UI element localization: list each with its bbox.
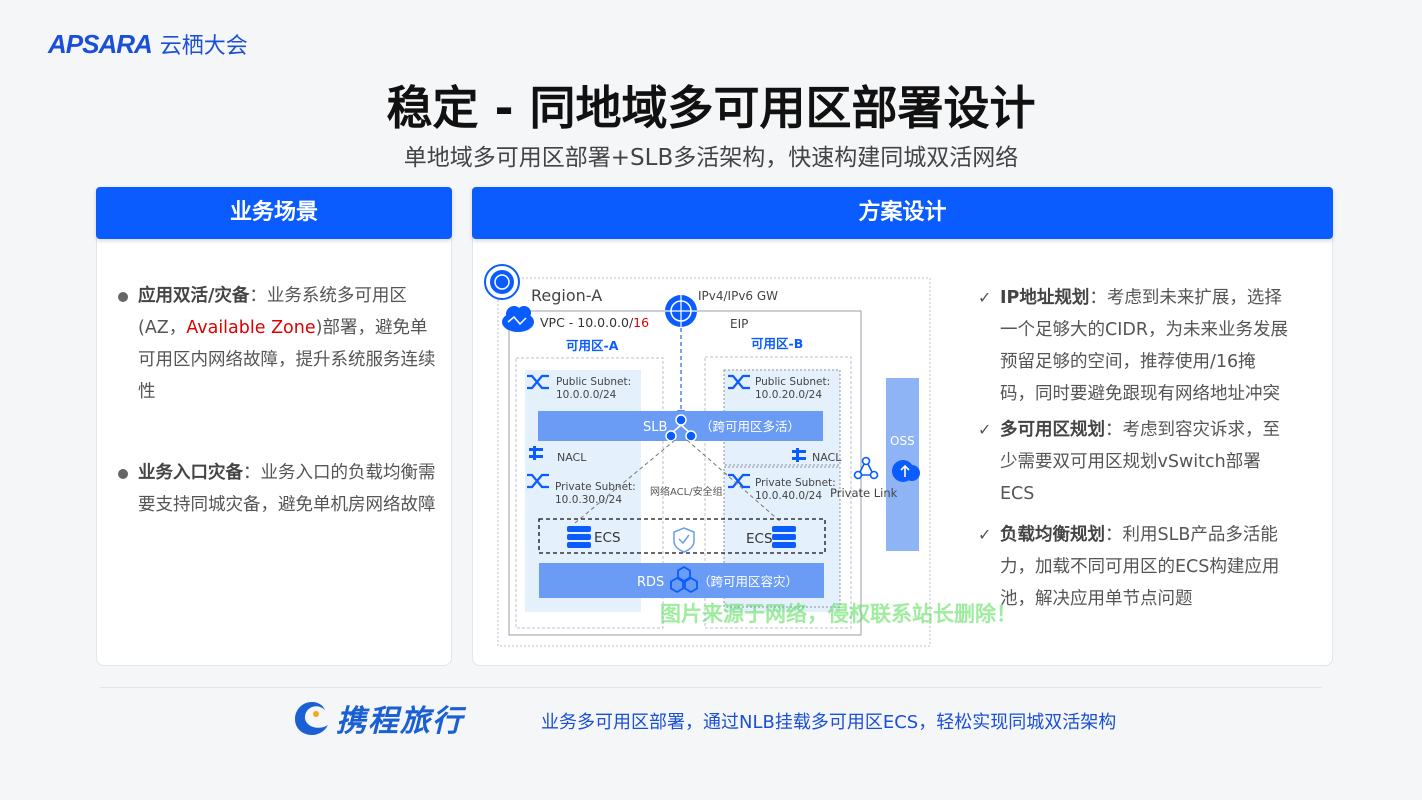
shuffle-icon-pub-a bbox=[527, 374, 549, 390]
az-a-label: 可用区-A bbox=[566, 338, 619, 353]
rds-note: （跨可用区容灾） bbox=[698, 574, 798, 589]
oss-cloud-icon bbox=[892, 460, 920, 482]
priv-b-title: Private Subnet: bbox=[755, 477, 836, 489]
vpc-mask: 16 bbox=[633, 315, 649, 330]
check-icon: ✓ bbox=[978, 525, 992, 544]
ecs-group bbox=[538, 518, 826, 554]
vpc-cloud-icon bbox=[502, 306, 534, 332]
slb-ecs-a-link bbox=[574, 439, 676, 524]
scenario-heading: 业务场景 bbox=[96, 187, 452, 239]
az-a-box bbox=[515, 357, 664, 629]
scenario-label: 业务入口灾备 bbox=[138, 463, 243, 483]
design-item-lb-planning: ✓ 负载均衡规划：利用SLB产品多活能力，加载不同可用区的ECS构建应用池，解决… bbox=[978, 519, 1290, 615]
bullet-dot bbox=[118, 469, 128, 479]
shuffle-icon-priv-a bbox=[527, 473, 549, 489]
available-zone-highlight: Available Zone bbox=[186, 318, 316, 338]
slb-label: SLB bbox=[643, 420, 667, 435]
server-icon-a bbox=[567, 526, 591, 548]
ecs-b-label: ECS bbox=[746, 531, 773, 547]
apsara-logo: APSARA 云栖大会 bbox=[48, 28, 248, 60]
check-icon: ✓ bbox=[978, 288, 992, 307]
scenario-label: 应用双活/灾备 bbox=[138, 286, 250, 306]
oss-label: OSS bbox=[890, 434, 915, 448]
logo-en: APSARA bbox=[48, 28, 153, 59]
eip-label: EIP bbox=[730, 317, 748, 331]
watermark: 图片来源于网络，侵权联系站长删除！ bbox=[660, 602, 1017, 626]
pub-a-cidr: 10.0.0.0/24 bbox=[556, 389, 617, 401]
slb-note: （跨可用区多活） bbox=[700, 419, 800, 434]
logo-cn: 云栖大会 bbox=[159, 34, 248, 59]
slb-icon bbox=[665, 414, 697, 442]
az-b-label: 可用区-B bbox=[751, 336, 803, 351]
ctrip-brand: 携程旅行 bbox=[336, 704, 464, 739]
rds-icon bbox=[670, 565, 698, 594]
design-heading: 方案设计 bbox=[472, 187, 1333, 239]
design-label: 多可用区规划 bbox=[1000, 420, 1105, 440]
architecture-diagram: .t { font-family: "DejaVu Sans", sans-se… bbox=[484, 264, 931, 647]
design-item-ip-planning: ✓ IP地址规划：考虑到未来扩展，选择一个足够大的CIDR，为未来业务发展预留足… bbox=[978, 282, 1290, 410]
scenario-item-active-active: 应用双活/灾备：业务系统多可用区(AZ，Available Zone)部署，避免… bbox=[118, 280, 436, 408]
ecs-a-label: ECS bbox=[594, 530, 621, 546]
gateway-globe-icon bbox=[665, 295, 697, 327]
nacl-icon-b bbox=[792, 448, 806, 462]
pub-a-title: Public Subnet: bbox=[556, 376, 631, 388]
bullet-dot bbox=[118, 292, 128, 302]
pub-b-title: Public Subnet: bbox=[755, 376, 830, 388]
priv-a-cidr: 10.0.30.0/24 bbox=[555, 494, 622, 506]
scenario-panel bbox=[96, 200, 452, 666]
priv-b-box bbox=[723, 466, 841, 608]
design-label: IP地址规划 bbox=[1000, 288, 1090, 308]
nacl-a-label: NACL bbox=[557, 451, 587, 464]
shield-icon bbox=[673, 527, 695, 553]
gateway-label: IPv4/IPv6 GW bbox=[698, 289, 778, 303]
server-icon-b bbox=[772, 526, 796, 548]
region-box bbox=[497, 277, 931, 647]
design-label: 负载均衡规划 bbox=[1000, 525, 1105, 545]
private-link-label: Private Link bbox=[830, 486, 898, 500]
shuffle-icon-pub-b bbox=[728, 374, 750, 390]
scenario-item-entry-dr: 业务入口灾备：业务入口的负载均衡需要支持同城灾备，避免单机房网络故障 bbox=[118, 457, 436, 521]
page-subtitle: 单地域多可用区部署+SLB多活架构，快速构建同城双活网络 bbox=[403, 145, 1019, 171]
footer-divider bbox=[100, 687, 1322, 688]
private-link-icon bbox=[853, 456, 879, 480]
priv-b-cidr: 10.0.40.0/24 bbox=[755, 490, 822, 502]
dolphin-icon bbox=[295, 702, 328, 735]
svg-text:VPC - 10.0.0.0/16: VPC - 10.0.0.0/16 bbox=[540, 315, 649, 330]
pub-b-box bbox=[723, 369, 841, 466]
slb-ecs-b-link bbox=[686, 439, 783, 524]
shuffle-icon-priv-b bbox=[728, 473, 750, 489]
nacl-icon-a bbox=[529, 446, 543, 460]
page-title: 稳定 - 同地域多可用区部署设计 bbox=[386, 81, 1036, 135]
acl-label: 网络ACL/安全组 bbox=[650, 485, 723, 498]
vpc-label: VPC - 10.0.0.0/ bbox=[540, 315, 634, 330]
footer-caption: 业务多可用区部署，通过NLB挂载多可用区ECS，轻松实现同城双活架构 bbox=[541, 712, 1117, 733]
rds-label: RDS bbox=[637, 575, 664, 590]
region-label: Region-A bbox=[531, 286, 602, 305]
check-icon: ✓ bbox=[978, 420, 992, 439]
az-b-box bbox=[704, 356, 852, 629]
design-item-az-planning: ✓ 多可用区规划：考虑到容灾诉求，至少需要双可用区规划vSwitch部署ECS bbox=[978, 414, 1290, 510]
nacl-b-label: NACL bbox=[812, 451, 842, 464]
ctrip-logo: 携程旅行 bbox=[292, 696, 464, 740]
pub-b-cidr: 10.0.20.0/24 bbox=[755, 389, 822, 401]
region-globe-icon bbox=[484, 264, 520, 300]
